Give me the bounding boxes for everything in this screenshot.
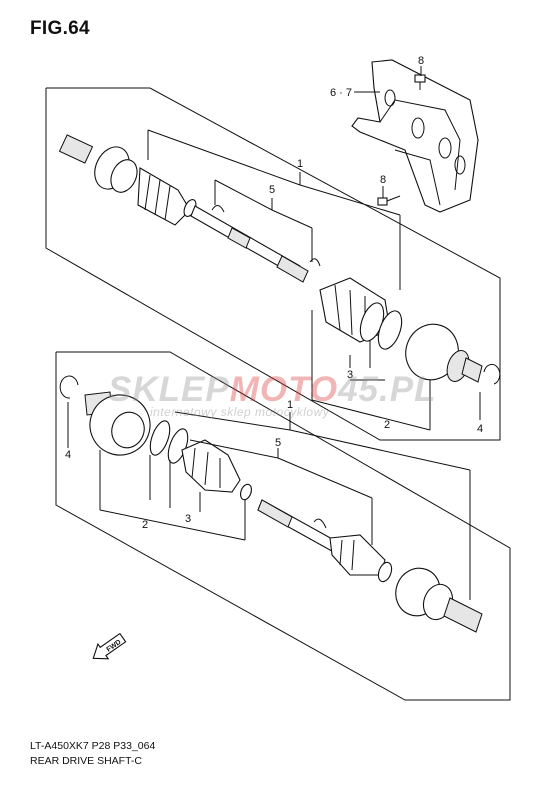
bolt-bottom <box>377 195 401 206</box>
figure-title: FIG.64 <box>30 18 90 39</box>
watermark-part-3: 45 <box>338 370 379 409</box>
fwd-arrow-icon: FWD <box>92 632 127 660</box>
watermark-part-4: .PL <box>379 370 437 409</box>
callout-guard: 6 · 7 <box>330 87 352 99</box>
callout-upper-boot-kit: 3 <box>347 369 353 381</box>
callout-lower-boot-set: 2 <box>142 519 148 531</box>
watermark-tagline: internetowy sklep motocyklowy <box>150 405 330 419</box>
callout-bolt-bottom: 8 <box>380 174 386 186</box>
leader-lines <box>67 66 481 600</box>
lower-assembly-frame <box>55 351 511 701</box>
watermark-part-2: MOTO <box>229 370 339 409</box>
guard-part <box>351 59 479 213</box>
callout-bolt-top: 8 <box>418 55 424 67</box>
fwd-arrow-label: FWD <box>106 639 123 654</box>
watermark-part-1: SKLEP <box>108 370 230 409</box>
callout-lower-assembly: 1 <box>287 399 293 411</box>
callout-upper-circlip: 4 <box>477 423 483 435</box>
bolt-top <box>414 74 426 90</box>
callout-upper-boot-set: 2 <box>384 419 390 431</box>
callout-upper-joint-set: 5 <box>269 184 275 196</box>
diagram-description: REAR DRIVE SHAFT-C <box>30 755 143 767</box>
model-code: LT-A450XK7 P28 P33_064 <box>30 740 156 752</box>
upper-drive-shaft <box>58 134 501 385</box>
watermark-logo: SKLEPMOTO45.PL <box>108 370 436 410</box>
callout-lower-joint-set: 5 <box>275 437 281 449</box>
callout-lower-circlip: 4 <box>65 449 71 461</box>
upper-assembly-frame <box>45 87 501 441</box>
callout-upper-assembly: 1 <box>297 158 303 170</box>
callout-lower-boot-kit: 3 <box>185 513 191 525</box>
lower-drive-shaft <box>59 375 483 633</box>
